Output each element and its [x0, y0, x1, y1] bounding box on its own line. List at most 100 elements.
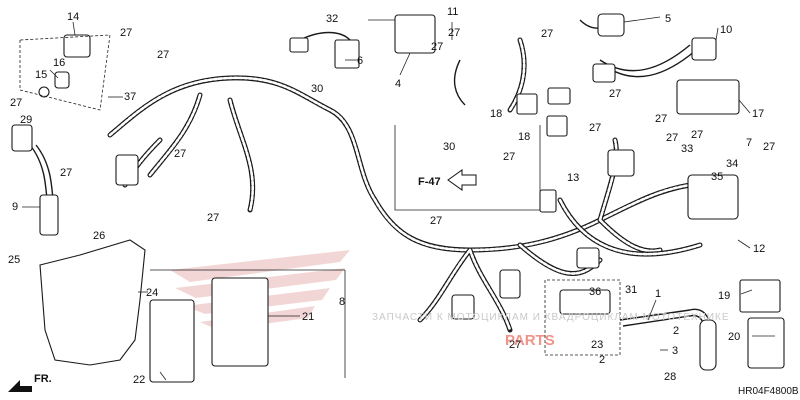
- callout-29: 29: [20, 114, 32, 126]
- part-23-bracket: [559, 289, 611, 315]
- group-boxes: [19, 34, 621, 378]
- callout-11: 11: [447, 6, 458, 18]
- callout-27d: 27: [60, 167, 72, 179]
- callout-15: 15: [35, 69, 47, 81]
- callout-27b: 27: [120, 27, 132, 39]
- callout-21: 21: [302, 311, 314, 323]
- connector-lower-right: [576, 247, 600, 269]
- part-18-relay-a: [516, 93, 538, 115]
- callout-37: 37: [124, 91, 136, 103]
- callout-27e: 27: [174, 148, 186, 160]
- lower-connector-b: [451, 294, 475, 320]
- diagram-code: HR04F4800B: [738, 386, 799, 397]
- part-15-bolt: [38, 86, 50, 98]
- callout-12: 12: [753, 243, 765, 255]
- callout-17: 17: [752, 108, 764, 120]
- callout-27o: 27: [763, 141, 775, 153]
- relay-small: [547, 87, 571, 105]
- watermark-text: ЗАПЧАСТИ К МОТОЦИКЛАМ И КВАДРОЦИКЛАМ МОТ…: [372, 312, 730, 323]
- callout-14: 14: [67, 11, 79, 23]
- part-20-relay: [747, 317, 785, 369]
- callout-27l: 27: [655, 113, 667, 125]
- part-10-connector: [691, 37, 717, 61]
- callout-27f: 27: [207, 212, 219, 224]
- part-4-relay: [394, 14, 436, 54]
- part-21-ecm: [211, 277, 269, 367]
- callout-28: 28: [664, 371, 676, 383]
- callout-6: 6: [357, 55, 363, 67]
- part-shapes: [11, 13, 785, 383]
- part-18-relay-b: [546, 115, 568, 137]
- part-16-connector: [54, 71, 70, 89]
- reference-arrow: F-47: [418, 169, 477, 191]
- callout-20: 20: [728, 331, 740, 343]
- callout-5: 5: [665, 13, 671, 25]
- callout-13: 13: [567, 172, 579, 184]
- part-17-fuse-box: [676, 79, 740, 115]
- callout-numbers: 14 16 15 27 27 27 37 29 27 27 9 27 26 25…: [8, 6, 775, 386]
- callout-9: 9: [12, 201, 18, 213]
- fuse-block-right: [687, 174, 739, 220]
- callout-24: 24: [146, 287, 158, 299]
- callout-18b: 18: [518, 131, 530, 143]
- callout-1: 1: [655, 288, 661, 300]
- callout-27-mid: 27: [430, 215, 442, 227]
- callout-27j: 27: [609, 88, 621, 100]
- callout-33: 33: [681, 143, 693, 155]
- callout-34: 34: [726, 158, 738, 170]
- part-29-connector: [11, 124, 33, 152]
- part-14-bracket: [63, 34, 91, 58]
- callout-27p: 27: [503, 151, 515, 163]
- callout-22: 22: [133, 374, 145, 386]
- connector-mid-right: [607, 149, 635, 177]
- callout-3: 3: [672, 345, 678, 357]
- main-wire-harness: [107, 37, 703, 333]
- callout-16: 16: [53, 57, 65, 69]
- part-22-cover: [149, 299, 195, 383]
- callout-27h: 27: [448, 27, 460, 39]
- callout-2: 2: [673, 325, 679, 337]
- part-6-bracket: [334, 39, 360, 69]
- callout-30b: 30: [443, 141, 455, 153]
- callout-27-low: 27: [509, 339, 521, 351]
- callout-27c: 27: [157, 49, 169, 61]
- callout-35: 35: [711, 171, 723, 183]
- callout-4: 4: [395, 78, 401, 90]
- callout-27m: 27: [666, 132, 678, 144]
- callout-30a: 30: [311, 83, 323, 95]
- part-9-connector: [39, 194, 59, 236]
- callout-25: 25: [8, 254, 20, 266]
- lower-connector-a: [499, 269, 521, 299]
- callout-8: 8: [339, 296, 345, 308]
- part-1-cap: [699, 319, 717, 371]
- part-5-cap: [597, 13, 625, 37]
- callout-2b: 2: [599, 354, 605, 366]
- callout-7: 7: [746, 137, 752, 149]
- callout-27i: 27: [541, 28, 553, 40]
- part-24-battery-box: [39, 239, 146, 366]
- harness-junction-left: [115, 154, 139, 186]
- callout-27n: 27: [691, 129, 703, 141]
- reference-label: F-47: [418, 176, 441, 188]
- callout-10: 10: [720, 24, 732, 36]
- part-32-connector: [289, 37, 309, 53]
- callout-26: 26: [93, 230, 105, 242]
- part-19-ecu: [739, 279, 781, 313]
- callout-19: 19: [718, 290, 730, 302]
- connector-13: [539, 189, 557, 213]
- callout-18a: 18: [490, 108, 502, 120]
- connector-upper-right: [592, 63, 616, 83]
- callout-32: 32: [326, 13, 338, 25]
- watermark-brand: PARTS: [505, 332, 555, 349]
- callout-23: 23: [591, 339, 603, 351]
- callout-36: 36: [589, 286, 601, 298]
- leader-lines: [22, 16, 775, 381]
- front-marker: FR.: [8, 373, 52, 392]
- callout-27a: 27: [10, 97, 22, 109]
- front-marker-label: FR.: [34, 373, 52, 385]
- callout-27g: 27: [431, 41, 443, 53]
- callout-27k: 27: [589, 122, 601, 134]
- callout-31: 31: [625, 284, 637, 296]
